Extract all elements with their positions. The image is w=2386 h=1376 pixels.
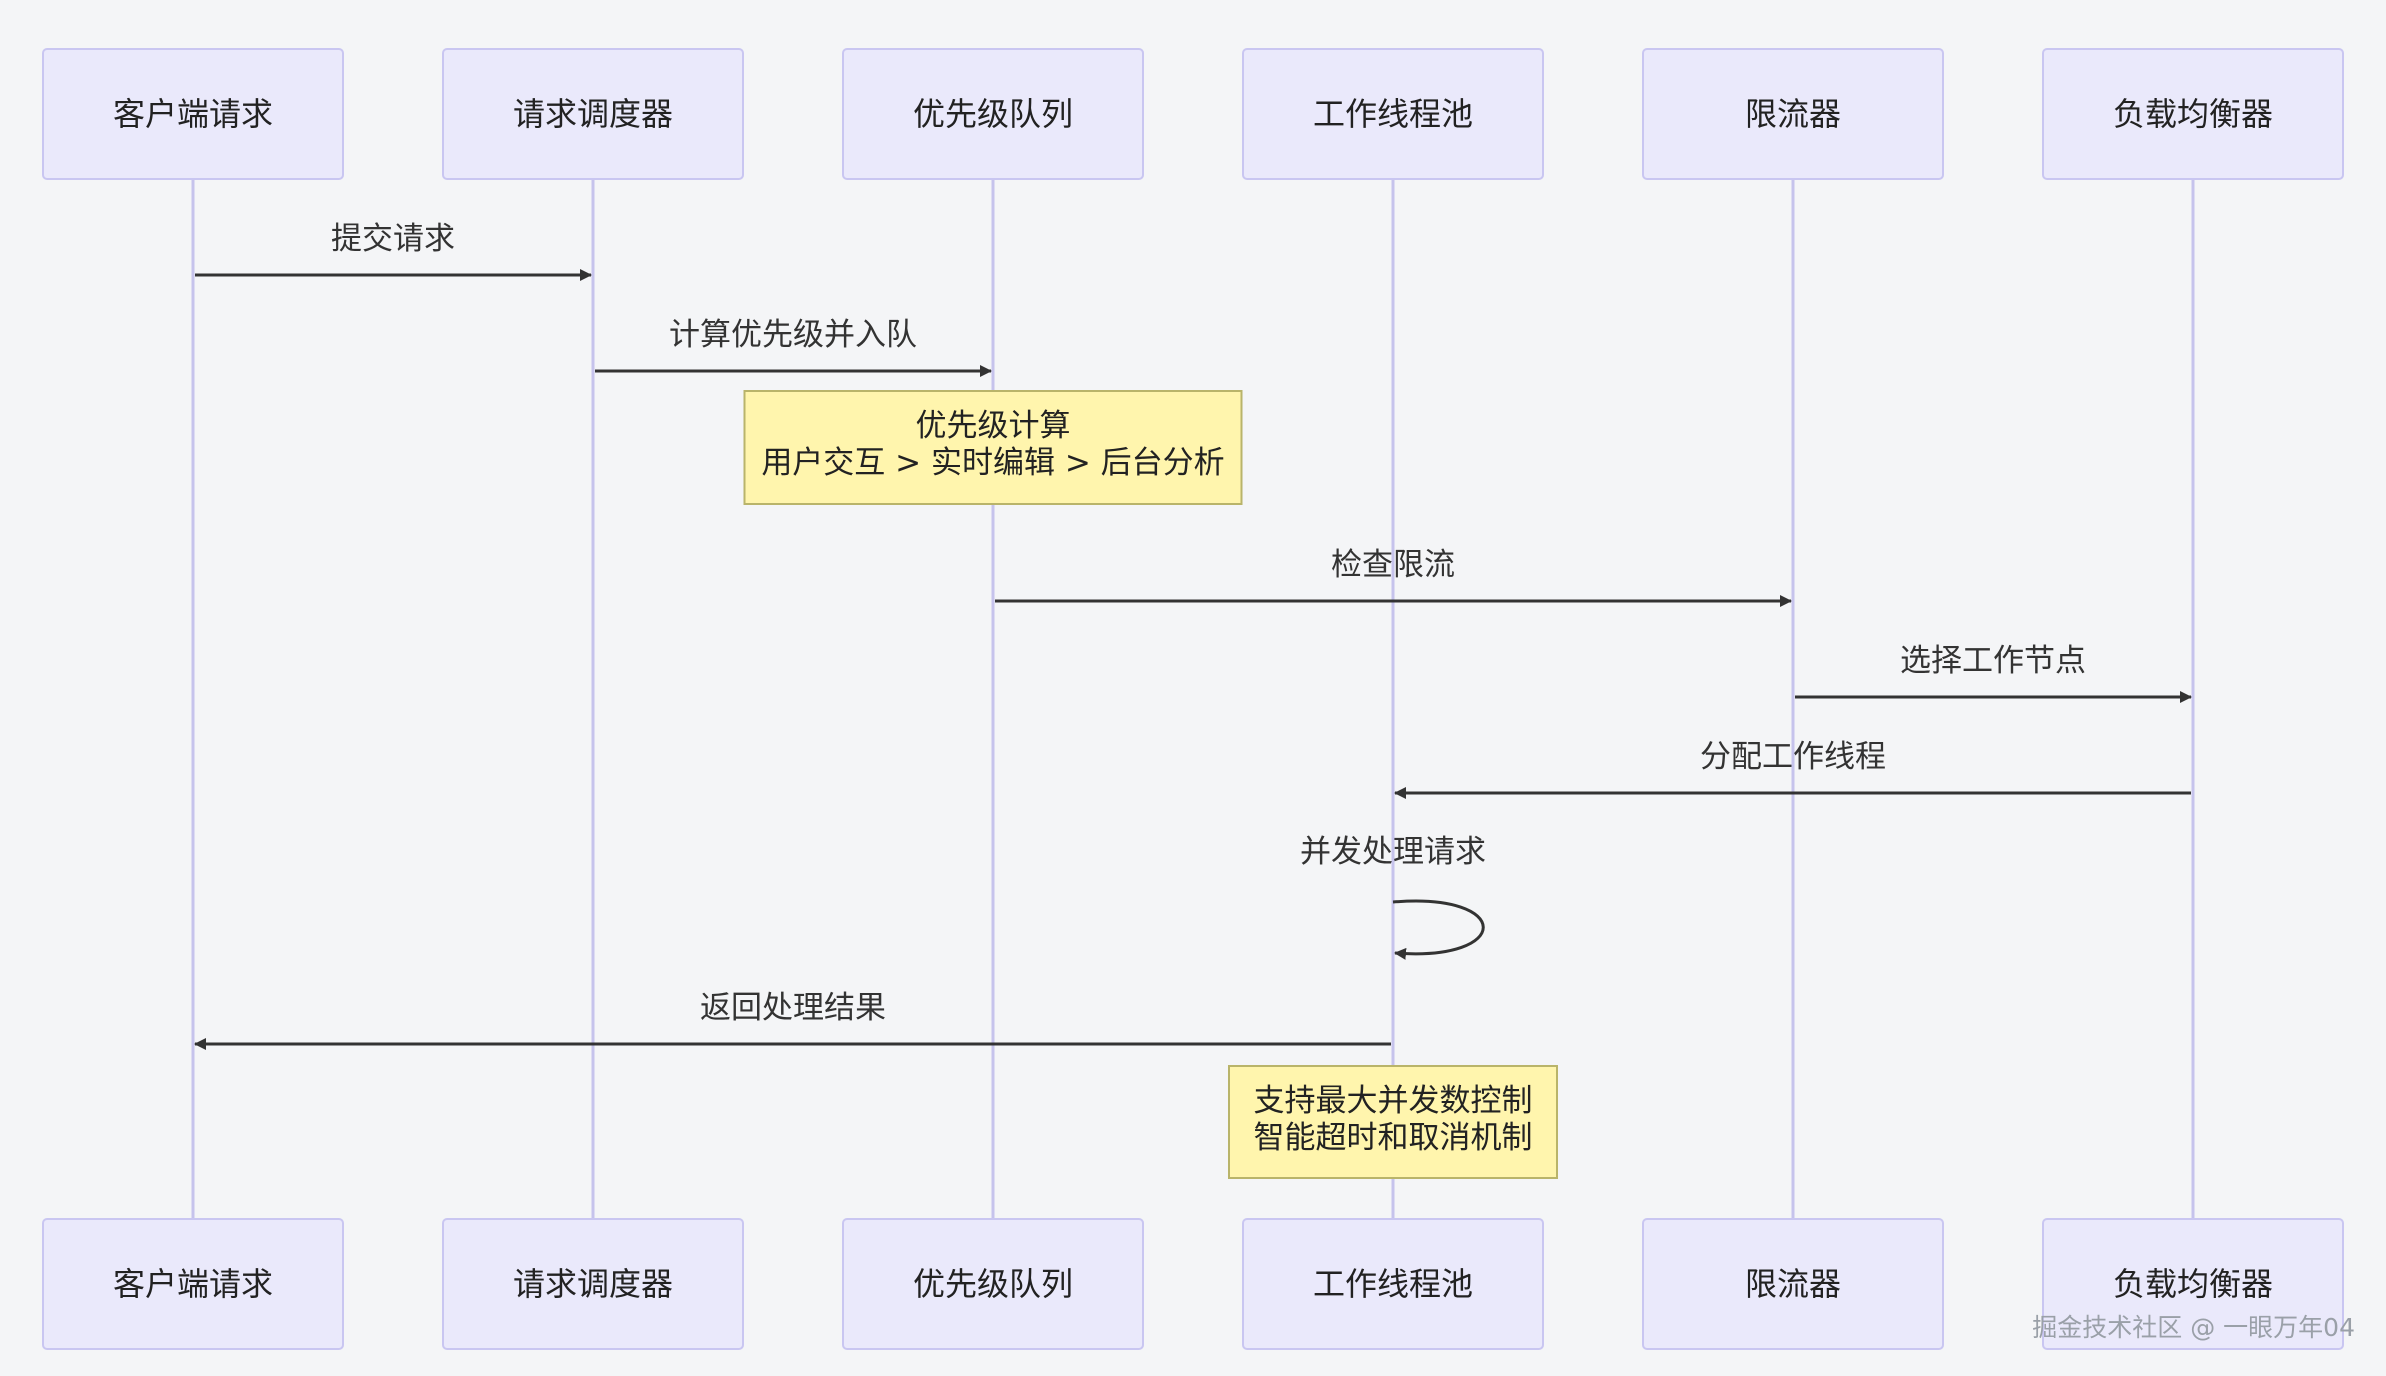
note-box — [1228, 1065, 1558, 1179]
message-label: 返回处理结果 — [700, 990, 886, 1026]
actor-label: 负载均衡器 — [2113, 1265, 2273, 1303]
message-5: 分配工作线程 — [1394, 739, 2191, 799]
actor-label: 请求调度器 — [513, 95, 673, 133]
actor-top-limiter: 限流器 — [1642, 48, 1944, 180]
actor-label: 负载均衡器 — [2113, 95, 2273, 133]
actor-bottom-balancer: 负载均衡器 — [2042, 1218, 2344, 1350]
note-line: 智能超时和取消机制 — [1254, 1120, 1533, 1156]
message-label: 提交请求 — [331, 221, 455, 257]
actor-box — [1242, 48, 1544, 180]
message-7: 返回处理结果 — [194, 990, 1391, 1050]
actor-box — [842, 48, 1144, 180]
actor-bottom-limiter: 限流器 — [1642, 1218, 1944, 1350]
message-label: 分配工作线程 — [1700, 739, 1886, 775]
message-2: 计算优先级并入队 — [595, 317, 992, 377]
note-line: 用户交互 > 实时编辑 > 后台分析 — [761, 445, 1224, 481]
actor-bottom-queue: 优先级队列 — [842, 1218, 1144, 1350]
self-loop-arrow — [1392, 899, 1485, 960]
message-label: 并发处理请求 — [1300, 834, 1486, 870]
actor-top-balancer: 负载均衡器 — [2042, 48, 2344, 180]
actor-label: 客户端请求 — [113, 95, 273, 133]
note-line: 支持最大并发数控制 — [1254, 1083, 1533, 1119]
message-label: 检查限流 — [1331, 547, 1455, 583]
message-6: 并发处理请求 — [1300, 834, 1486, 960]
actor-box — [2042, 1218, 2344, 1350]
actor-box — [1242, 1218, 1544, 1350]
actor-label: 请求调度器 — [513, 1265, 673, 1303]
actor-label: 工作线程池 — [1313, 95, 1473, 133]
actor-bottom-scheduler: 请求调度器 — [442, 1218, 744, 1350]
actor-box — [42, 1218, 344, 1350]
actor-label: 优先级队列 — [913, 1265, 1073, 1303]
actor-label: 优先级队列 — [913, 95, 1073, 133]
actor-top-queue: 优先级队列 — [842, 48, 1144, 180]
actor-top-scheduler: 请求调度器 — [442, 48, 744, 180]
actor-label: 限流器 — [1745, 1265, 1841, 1303]
message-3: 检查限流 — [995, 547, 1792, 607]
actor-label: 客户端请求 — [113, 1265, 273, 1303]
message-label: 选择工作节点 — [1900, 643, 2086, 679]
actor-top-client: 客户端请求 — [42, 48, 344, 180]
actor-box — [842, 1218, 1144, 1350]
actor-box — [442, 1218, 744, 1350]
actor-box — [442, 48, 744, 180]
actor-box — [1642, 1218, 1944, 1350]
actor-box — [42, 48, 344, 180]
message-1: 提交请求 — [195, 221, 592, 281]
actor-label: 工作线程池 — [1313, 1265, 1473, 1303]
message-label: 计算优先级并入队 — [669, 317, 917, 353]
note-line: 优先级计算 — [916, 408, 1071, 444]
actor-box — [2042, 48, 2344, 180]
note-box — [743, 390, 1243, 505]
actor-box — [1642, 48, 1944, 180]
actor-label: 限流器 — [1745, 95, 1841, 133]
message-4: 选择工作节点 — [1795, 643, 2192, 703]
watermark: 掘金技术社区 @ 一眼万年04 — [2032, 1313, 2355, 1342]
actor-top-pool: 工作线程池 — [1242, 48, 1544, 180]
actor-bottom-pool: 工作线程池 — [1242, 1218, 1544, 1350]
actor-bottom-client: 客户端请求 — [42, 1218, 344, 1350]
